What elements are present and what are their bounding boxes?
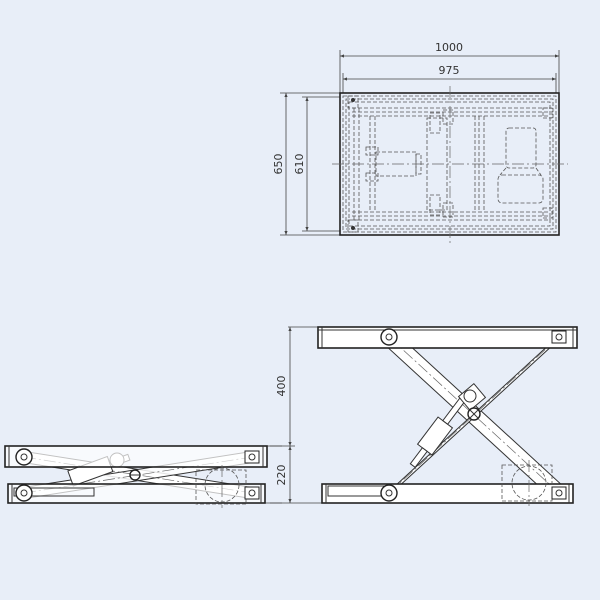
dimension-overall-width bbox=[280, 92, 340, 236]
dim-label-650: 650 bbox=[272, 154, 285, 175]
dim-label-1000: 1000 bbox=[435, 41, 463, 54]
lowered-platform bbox=[4, 445, 268, 468]
dim-label-610: 610 bbox=[293, 154, 306, 175]
top-view: 1000 975 650 610 bbox=[272, 41, 568, 243]
raised-base bbox=[321, 483, 574, 504]
dim-label-400: 400 bbox=[275, 376, 288, 397]
dim-label-975: 975 bbox=[439, 64, 460, 77]
dimension-inner-width bbox=[302, 96, 340, 232]
hydraulic-cylinder bbox=[409, 394, 468, 469]
lowered-base bbox=[7, 483, 266, 504]
dim-label-220-raised: 220 bbox=[275, 465, 288, 486]
side-view-lowered bbox=[4, 445, 282, 508]
side-view-raised: 400 220 bbox=[270, 326, 578, 506]
dimension-closed-height-lowered bbox=[265, 445, 282, 504]
dimension-overall-length bbox=[339, 50, 560, 93]
dimension-inner-length bbox=[342, 73, 557, 93]
